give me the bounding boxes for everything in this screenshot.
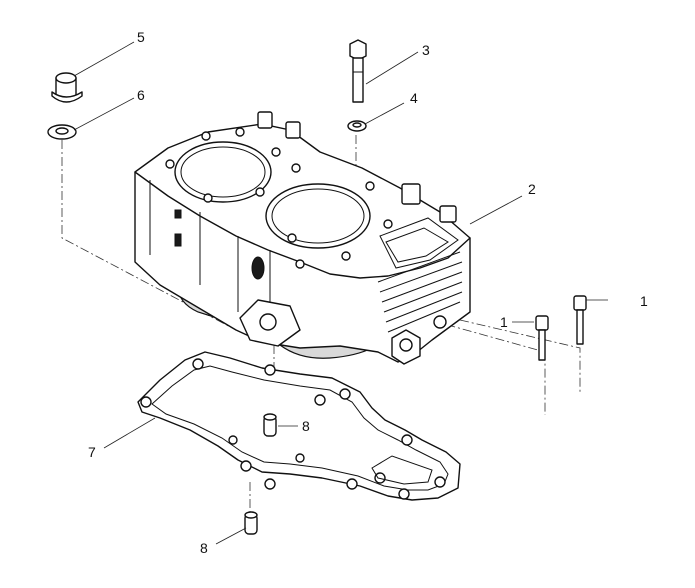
callout-label-3: 3 xyxy=(422,42,430,58)
threaded-bushing xyxy=(51,72,83,103)
callout-numbers: 1 1 2 3 4 5 6 7 8 8 xyxy=(88,29,648,556)
callout-label-8-upper: 8 xyxy=(302,418,310,434)
sealing-washer-right xyxy=(347,120,367,132)
callout-label-2: 2 xyxy=(528,181,536,197)
socket-head-screw-right xyxy=(573,295,587,345)
callout-label-8-lower: 8 xyxy=(200,540,208,556)
dowel-pin-upper xyxy=(263,413,277,437)
callout-label-6: 6 xyxy=(137,87,145,103)
sealing-washer-left xyxy=(47,124,77,140)
callout-label-5: 5 xyxy=(137,29,145,45)
cylinder-base-gasket xyxy=(137,351,461,501)
socket-head-screw-left xyxy=(535,315,549,361)
callout-label-4: 4 xyxy=(410,90,418,106)
cylinder-head-stud-bolt xyxy=(349,39,367,103)
cylinder-block xyxy=(134,111,471,365)
callout-label-7: 7 xyxy=(88,444,96,460)
callout-label-1-left: 1 xyxy=(500,314,508,330)
leader-lines xyxy=(73,41,608,545)
dowel-pin-lower xyxy=(244,511,258,535)
callout-label-1-right: 1 xyxy=(640,293,648,309)
